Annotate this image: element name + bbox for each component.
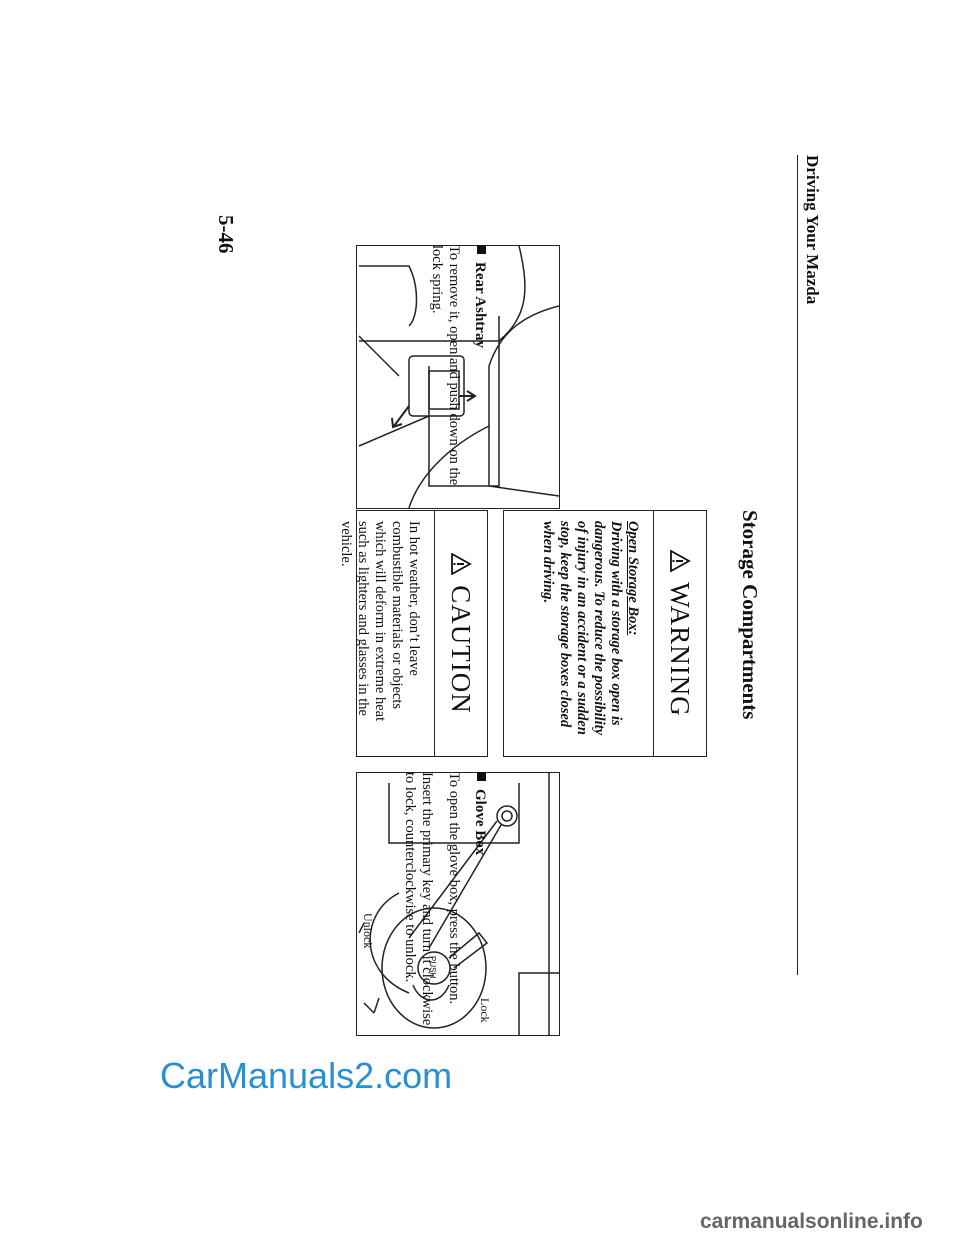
warning-body: Open Storage Box: Driving with a storage…: [527, 511, 653, 756]
lock-label: Lock: [478, 998, 492, 1023]
warning-title: WARNING: [665, 582, 696, 717]
caution-text: In hot weather, don’t leave combustible …: [338, 521, 422, 722]
glove-box-text-2: Insert the primary key and turn it clock…: [402, 772, 435, 1026]
rear-ashtray-heading: Rear Ashtray: [471, 245, 488, 348]
glove-box-figure: Unlock Lock PUSH: [356, 772, 560, 1036]
rear-ashtray-illustration: [358, 245, 560, 509]
caution-box: CAUTION In hot weather, don’t leave comb…: [338, 510, 488, 757]
unlock-label: Unlock: [361, 913, 375, 948]
warning-header: WARNING: [653, 511, 706, 756]
glove-box-text-1: To open the glove box, press the button.: [446, 772, 462, 1005]
warning-triangle-icon: [670, 550, 691, 573]
glove-box-heading-text: Glove Box: [472, 789, 488, 856]
section-title: Storage Compartments: [738, 510, 762, 720]
caution-triangle-icon: [451, 553, 472, 576]
caution-title: CAUTION: [446, 585, 477, 714]
square-bullet-icon: [477, 772, 486, 781]
glove-box-illustration: Unlock Lock PUSH: [358, 773, 559, 1035]
warning-text: Driving with a storage box open is dange…: [540, 521, 624, 736]
rear-ashtray-figure: [356, 245, 560, 509]
header-rule: [797, 155, 798, 975]
page-header: Driving Your Mazda: [803, 155, 822, 305]
rear-ashtray-heading-text: Rear Ashtray: [472, 262, 488, 348]
push-label: PUSH: [428, 956, 437, 978]
warning-subtitle: Open Storage Box:: [625, 521, 641, 636]
page-number: 5-46: [214, 215, 238, 254]
square-bullet-icon: [477, 245, 486, 254]
warning-box: WARNING Open Storage Box: Driving with a…: [503, 510, 707, 757]
watermark-carmanuals2: CarManuals2.com: [160, 1055, 453, 1096]
watermark-carmanualsonline: carmanualsonline.info: [700, 1210, 923, 1233]
caution-header: CAUTION: [434, 511, 487, 756]
rear-ashtray-text: To remove it, open and push down on the …: [429, 245, 462, 486]
glove-box-heading: Glove Box: [471, 772, 488, 855]
